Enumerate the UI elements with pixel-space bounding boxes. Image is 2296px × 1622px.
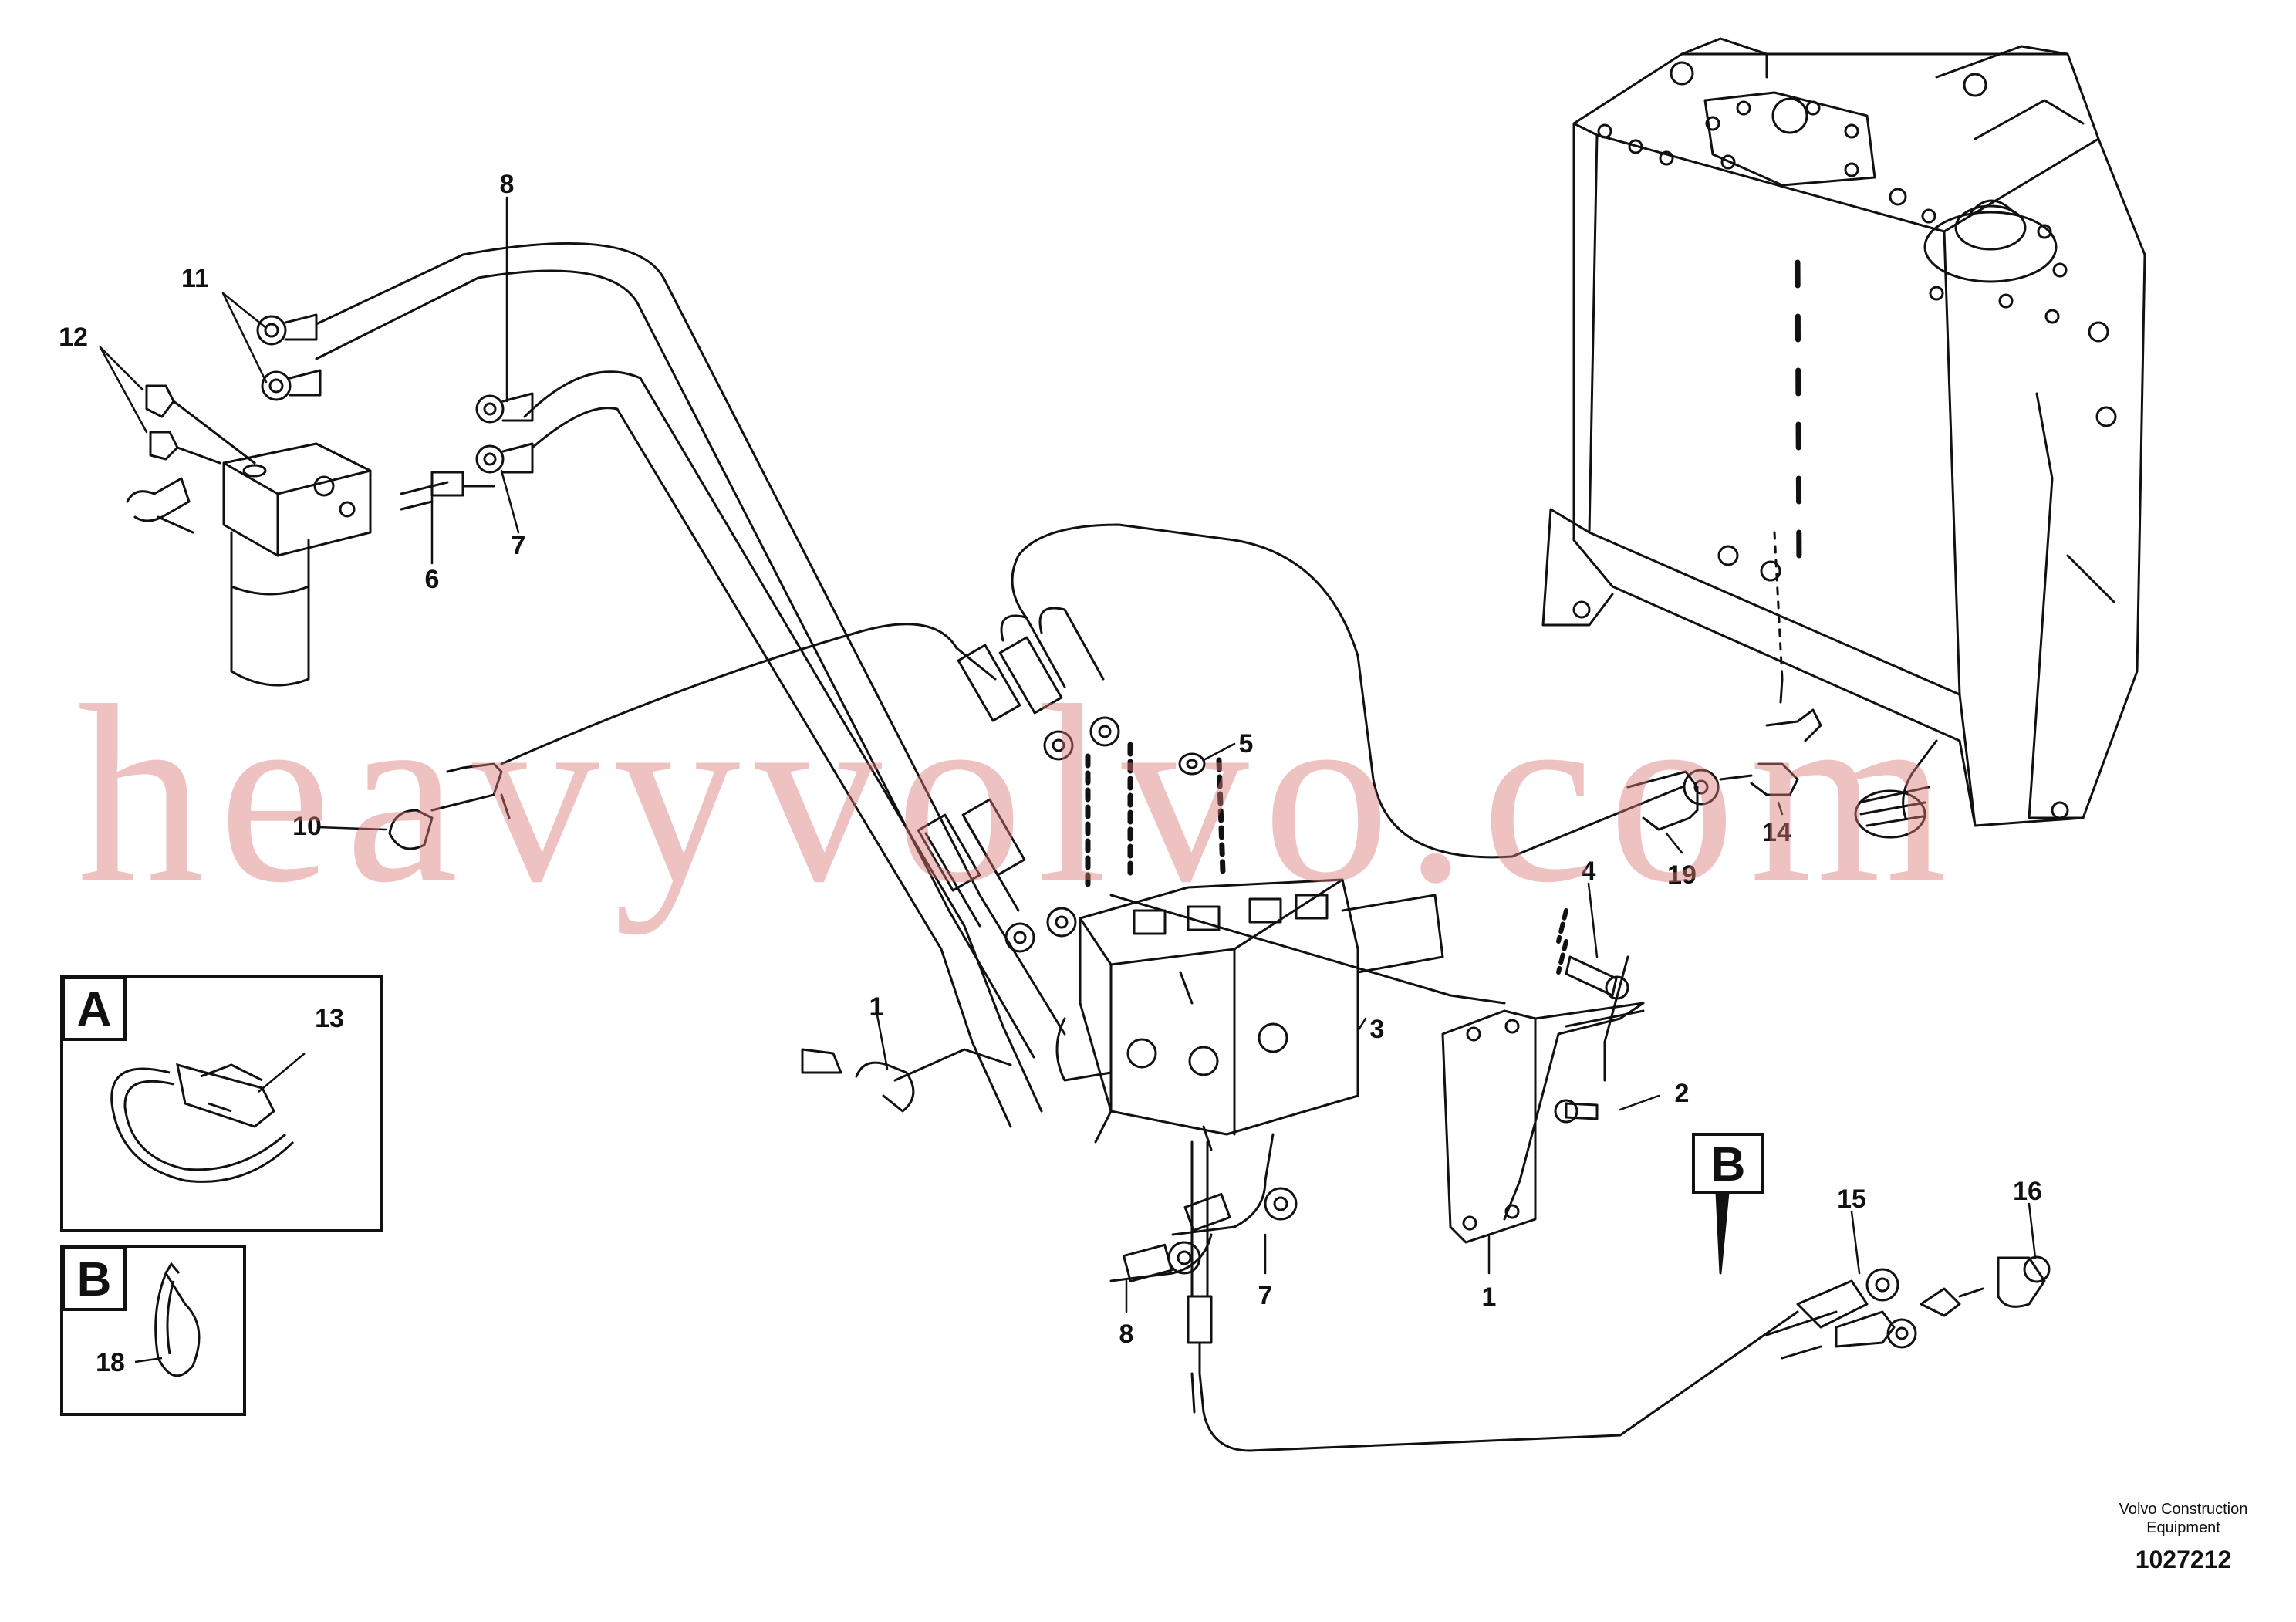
callout-4: 4 <box>1582 857 1596 886</box>
lower-hoses <box>801 1048 1799 1452</box>
return-hose-lines <box>315 242 1066 1128</box>
right-fittings <box>1626 708 2051 1360</box>
cable-tie <box>154 1262 201 1377</box>
footer-company: Volvo Construction Equipment <box>2014 1500 2296 1537</box>
callout-12: 12 <box>59 323 88 352</box>
callout-10: 10 <box>292 812 322 841</box>
svg-text:B: B <box>1711 1138 1746 1191</box>
callout-19: 19 <box>1667 860 1697 890</box>
mounting-bracket <box>1441 908 1645 1244</box>
detail-box-a: A <box>60 975 383 1232</box>
detail-b-letter: B <box>77 1253 112 1306</box>
callout-15: 15 <box>1837 1184 1866 1214</box>
callout-8-top: 8 <box>500 170 515 199</box>
footer-company-line2: Equipment <box>2146 1519 2220 1536</box>
detail-box-b: B <box>60 1245 246 1416</box>
callout-2: 2 <box>1675 1079 1690 1108</box>
callout-1-left: 1 <box>869 992 884 1022</box>
callout-8-bottom: 8 <box>1119 1320 1134 1349</box>
callout-18: 18 <box>96 1348 125 1377</box>
callout-14: 14 <box>1762 818 1791 847</box>
callout-7-bottom: 7 <box>1258 1281 1273 1310</box>
callout-1-bracket: 1 <box>1482 1282 1497 1312</box>
drawing-number: 1027212 <box>2135 1546 2232 1573</box>
callout-labels: 8 11 12 6 7 10 5 1 3 4 2 1 7 8 13 18 19 … <box>59 170 2042 1377</box>
footer-company-line1: Volvo Construction <box>2119 1501 2248 1518</box>
callout-16: 16 <box>2013 1177 2042 1206</box>
detail-b-pointer: B <box>1692 1133 1764 1194</box>
hose-clamp <box>110 1063 295 1183</box>
callout-6: 6 <box>425 565 440 594</box>
pilot-line-10 <box>388 623 997 850</box>
fittings-top-left <box>126 313 534 534</box>
filter-housing <box>222 442 495 687</box>
callout-3: 3 <box>1370 1015 1385 1044</box>
leader-lines <box>99 196 2037 1313</box>
callout-7-top: 7 <box>512 531 526 560</box>
upper-hoses <box>917 523 1683 953</box>
callout-5: 5 <box>1239 729 1254 759</box>
callout-11: 11 <box>181 264 209 293</box>
detail-b-arrow <box>1715 1191 1730 1275</box>
control-valve <box>1055 742 1506 1151</box>
detail-a-letter: A <box>77 983 112 1036</box>
hydraulic-tank <box>1541 37 2146 839</box>
callout-13: 13 <box>315 1004 344 1033</box>
